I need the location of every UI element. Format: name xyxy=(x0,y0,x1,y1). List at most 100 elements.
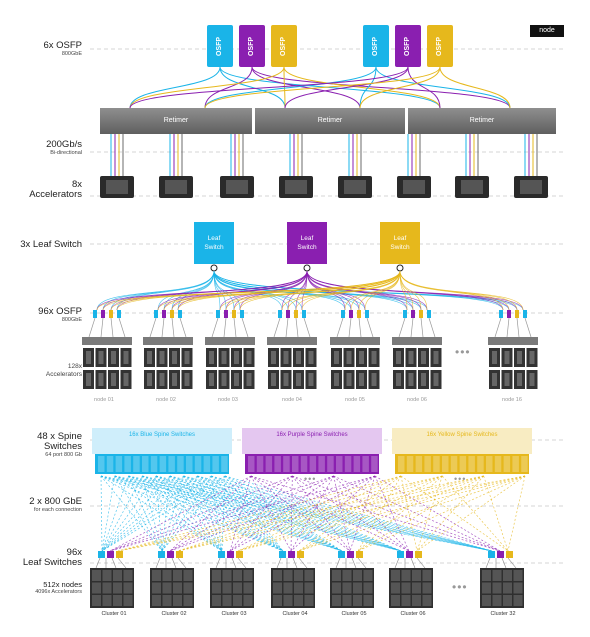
node-accelerator-die xyxy=(433,373,439,386)
node-accelerator-die xyxy=(98,373,104,386)
spine-switch-port xyxy=(168,456,175,472)
spine-switch-port xyxy=(459,456,467,472)
cluster-server xyxy=(513,582,523,594)
node-internal-link xyxy=(524,317,532,338)
node-internal-link xyxy=(211,317,219,338)
spine-leaf-link xyxy=(100,475,284,552)
spine-leaf-link xyxy=(101,475,129,552)
node-osfp-port xyxy=(286,310,290,318)
spine-switch-port xyxy=(283,456,290,472)
spine-leaf-link xyxy=(109,475,293,552)
spine-leaf-link xyxy=(128,475,402,552)
cluster-server xyxy=(391,570,400,581)
cluster-server xyxy=(273,570,282,581)
cluster-server xyxy=(222,570,232,581)
leaf-node-link xyxy=(399,270,428,311)
spine-leaf-link xyxy=(100,475,402,552)
cluster-server xyxy=(92,582,101,594)
spine-leaf-link xyxy=(211,475,343,552)
cluster-server xyxy=(123,595,133,606)
node-label: node 16 xyxy=(502,397,522,403)
osfp-retimer-link xyxy=(439,66,511,109)
osfp-retimer-link xyxy=(204,66,253,109)
node-internal-link xyxy=(398,317,406,338)
spine-leaf-link xyxy=(333,475,501,552)
spine-leaf-link xyxy=(177,475,443,552)
spine-leaf-link xyxy=(155,475,343,552)
node-osfp-port xyxy=(154,310,158,318)
cluster-internal-link xyxy=(111,557,117,569)
node-internal-link xyxy=(516,317,520,338)
node-internal-link xyxy=(223,317,227,338)
node-osfp-port xyxy=(278,310,282,318)
accelerator-die xyxy=(344,180,366,194)
spine-leaf-link xyxy=(183,475,284,552)
spine-leaf-link xyxy=(156,475,402,552)
node-accelerator-die xyxy=(209,351,214,364)
node-osfp-port xyxy=(419,310,423,318)
cluster-leaf-switch xyxy=(288,551,295,558)
node-accelerator-die xyxy=(86,351,91,364)
node-accelerator-die xyxy=(346,351,352,364)
cluster-server xyxy=(113,595,122,606)
node-internal-link xyxy=(420,317,424,338)
cluster-server xyxy=(401,570,411,581)
cluster-internal-link xyxy=(95,557,101,569)
node-osfp-port xyxy=(357,310,361,318)
node-label: node 05 xyxy=(345,397,365,403)
spine-leaf-link xyxy=(177,475,484,552)
cluster-server xyxy=(503,582,512,594)
osfp-purple-2: OSFP xyxy=(395,25,421,67)
cluster-leaf-switch xyxy=(406,551,413,558)
node-accelerator-die xyxy=(246,351,252,364)
cluster-server xyxy=(152,570,161,581)
ellipsis-clusters: ••• xyxy=(452,580,468,594)
spine-leaf-link xyxy=(250,475,410,552)
node-internal-link xyxy=(118,317,126,338)
node-osfp-port xyxy=(515,310,519,318)
node-internal-link xyxy=(285,317,289,338)
node-osfp-port xyxy=(216,310,220,318)
cluster-internal-link xyxy=(231,557,237,569)
node-accelerator-die xyxy=(421,351,426,364)
osfp-retimer-link xyxy=(251,66,511,109)
node-accelerator-die xyxy=(209,373,214,386)
node-accelerator-die xyxy=(492,373,497,386)
node-osfp-port xyxy=(523,310,527,318)
spine-switch-port xyxy=(98,456,105,472)
node-internal-link xyxy=(303,317,311,338)
node-osfp-port xyxy=(411,310,415,318)
osfp-yellow-2: OSFP xyxy=(427,25,453,67)
node-accelerator-die xyxy=(421,373,426,386)
node-internal-link xyxy=(506,317,510,338)
cluster-leaf-switch xyxy=(116,551,123,558)
cluster-leaf-switch xyxy=(218,551,225,558)
node-accelerator-die xyxy=(433,351,439,364)
ellipsis-spine-purple: ••• xyxy=(304,474,317,484)
cluster-server xyxy=(113,582,122,594)
node-osfp-port xyxy=(403,310,407,318)
spine-leaf-link xyxy=(357,475,526,552)
spine-switch-port xyxy=(336,456,343,472)
node-retimer xyxy=(392,337,442,345)
cluster-internal-link xyxy=(351,557,357,569)
node-internal-link xyxy=(110,317,114,338)
cluster-internal-link xyxy=(117,557,127,569)
node-accelerator-die xyxy=(529,351,535,364)
leaf-node-link xyxy=(177,270,401,311)
node-osfp-port xyxy=(341,310,345,318)
node-accelerator-die xyxy=(271,351,276,364)
cluster-server xyxy=(363,570,373,581)
spine-leaf-link xyxy=(114,475,163,552)
spine-leaf-link xyxy=(237,475,402,552)
cluster-server xyxy=(492,582,502,594)
leaf-node-link xyxy=(306,270,366,311)
spine-switch-port xyxy=(362,456,369,472)
spine-leaf-link xyxy=(177,475,526,552)
cluster-server xyxy=(212,582,221,594)
leaf-node-link xyxy=(213,270,524,311)
leaf-node-link xyxy=(110,270,215,311)
